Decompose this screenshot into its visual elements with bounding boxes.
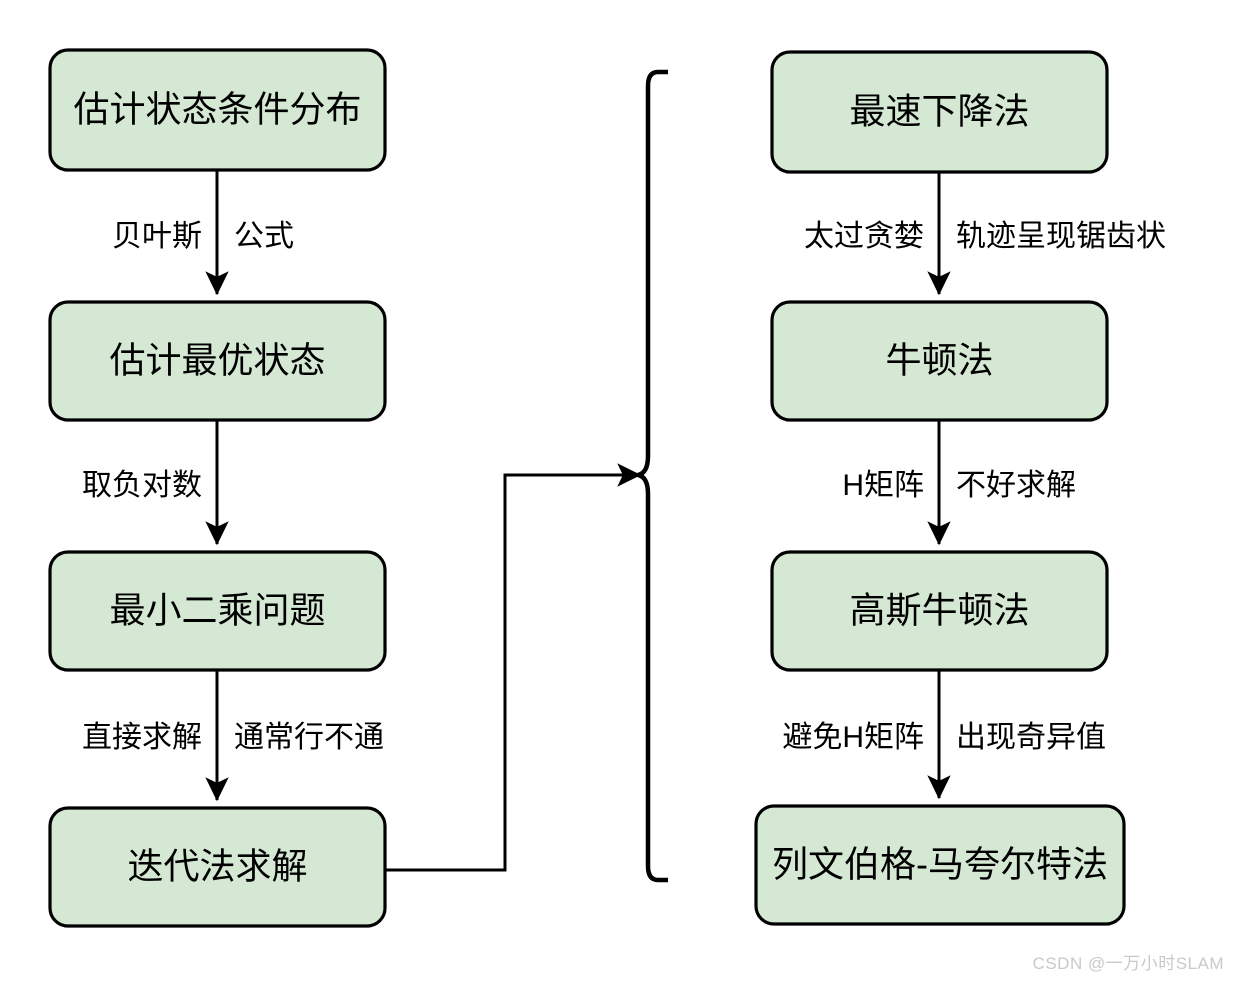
node-box (48, 48, 387, 172)
edge-label-neglog-left: 取负对数 (82, 469, 202, 502)
node-box (770, 550, 1109, 672)
edge-label-hmatrix-left: H矩阵 (842, 469, 924, 502)
node-box (48, 806, 387, 928)
node-label: 列文伯格-马夸尔特法 (772, 844, 1108, 885)
edge-label-hmatrix-right: 不好求解 (956, 469, 1076, 502)
node-estimate-optimal-state[interactable]: 估计最优状态 (48, 300, 387, 422)
node-iterative-solution[interactable]: 迭代法求解 (48, 806, 387, 928)
node-label: 迭代法求解 (127, 846, 307, 887)
node-label: 高斯牛顿法 (849, 590, 1029, 631)
edge-label-direct-left: 直接求解 (82, 721, 202, 754)
methods-group-brace (637, 69, 668, 883)
node-box (48, 550, 387, 672)
node-estimate-state-distribution[interactable]: 估计状态条件分布 (48, 48, 387, 172)
node-steepest-descent[interactable]: 最速下降法 (770, 50, 1109, 174)
node-least-squares-problem[interactable]: 最小二乘问题 (48, 550, 387, 672)
csdn-watermark: CSDN @一万小时SLAM (1032, 954, 1224, 973)
iterative-to-methods-connector (385, 463, 642, 872)
node-box (754, 804, 1126, 926)
edge-label-bayes-right: 公式 (234, 220, 294, 253)
node-label: 估计状态条件分布 (73, 89, 361, 130)
node-newton-method[interactable]: 牛顿法 (770, 300, 1109, 422)
node-gauss-newton-method[interactable]: 高斯牛顿法 (770, 550, 1109, 672)
node-label: 估计最优状态 (109, 340, 325, 381)
node-label: 牛顿法 (885, 340, 993, 381)
node-label: 最小二乘问题 (109, 590, 325, 631)
edge-label-avoidh-right: 出现奇异值 (956, 721, 1106, 754)
node-box (770, 300, 1109, 422)
node-box (770, 50, 1109, 174)
edge-label-avoidh-left: 避免H矩阵 (782, 721, 924, 754)
edge-label-greedy-right: 轨迹呈现锯齿状 (956, 220, 1166, 253)
node-levenberg-marquardt[interactable]: 列文伯格-马夸尔特法 (754, 804, 1126, 926)
node-label: 最速下降法 (849, 91, 1029, 132)
edge-label-bayes-left: 贝叶斯 (112, 220, 202, 253)
edge-label-greedy-left: 太过贪婪 (804, 220, 924, 253)
node-box (48, 300, 387, 422)
edge-label-direct-right: 通常行不通 (234, 721, 384, 754)
